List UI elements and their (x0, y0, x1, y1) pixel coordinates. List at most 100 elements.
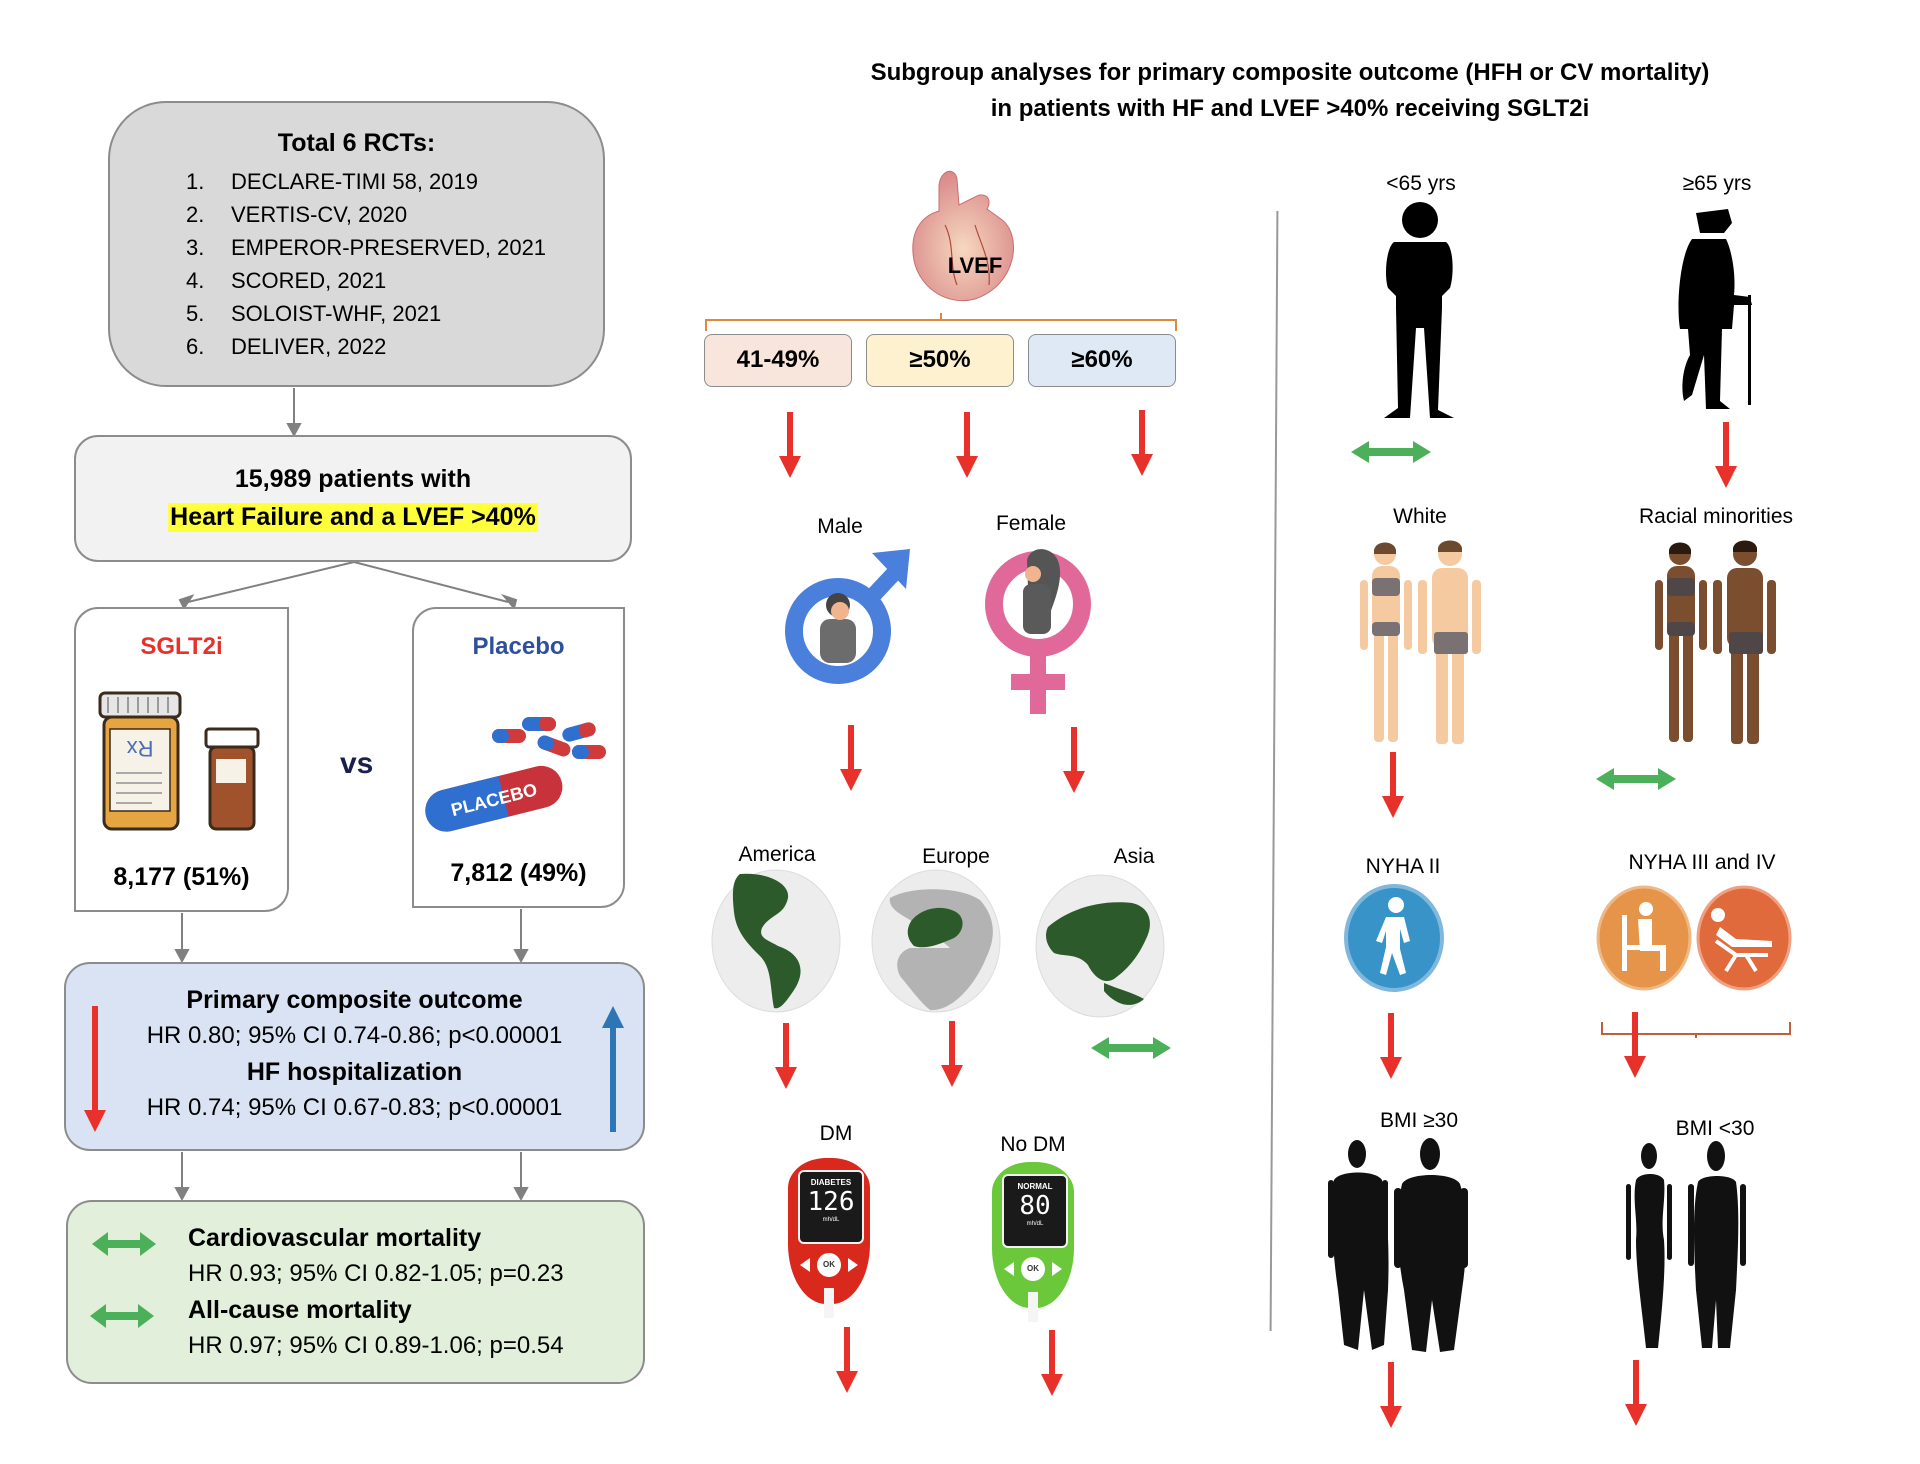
meter-left-icon (1004, 1262, 1014, 1276)
elderly-silhouette-icon (1678, 209, 1752, 409)
bmi-under-30-label: BMI <30 (1675, 1117, 1755, 1140)
primary-composite-value: HR 0.80; 95% CI 0.74-0.86; p<0.00001 (146, 1022, 563, 1049)
trial-item: 5.SOLOIST-WHF, 2021 (186, 301, 442, 326)
cv-mortality-value: HR 0.93; 95% CI 0.82-1.05; p=0.23 (188, 1260, 564, 1287)
meter-right-icon (848, 1258, 858, 1272)
trial-item: 6.DELIVER, 2022 (186, 334, 387, 359)
arrowhead (286, 423, 302, 438)
trial-item: 4.SCORED, 2021 (186, 268, 387, 293)
globe-asia-icon (1035, 874, 1165, 1018)
nyha-iii-iv-label: NYHA III and IV (1628, 851, 1776, 874)
meter-value: 80 (1019, 1191, 1051, 1221)
title-line-2: in patients with HF and LVEF >40% receiv… (990, 95, 1590, 122)
asia-label: Asia (1113, 845, 1155, 868)
meter-left-icon (800, 1258, 810, 1272)
lvef-bin-41-49: 41-49% (704, 334, 852, 387)
female-label: Female (995, 512, 1067, 535)
nyha-sitting-icon (1596, 885, 1692, 991)
decrease-arrow-icon-65-plus (1715, 422, 1737, 488)
secondary-outcomes-box: Cardiovascular mortality HR 0.93; 95% CI… (66, 1200, 645, 1384)
trial-item: 1.DECLARE-TIMI 58, 2019 (186, 169, 478, 194)
hf-hospitalization-value: HR 0.74; 95% CI 0.67-0.83; p<0.00001 (146, 1094, 563, 1121)
meter-screen: NORMAL 80 mh/dL (1002, 1174, 1068, 1248)
arrowhead (513, 949, 529, 964)
trials-list: 1.DECLARE-TIMI 58, 2019 2.VERTIS-CV, 202… (186, 165, 546, 363)
hf-hospitalization-heading: HF hospitalization (246, 1058, 463, 1086)
female-symbol-icon (985, 549, 1091, 714)
placebo-pills-icon: PLACEBO (425, 717, 606, 832)
decrease-arrow-icon-lvef-50 (956, 412, 978, 478)
america-label: America (738, 843, 816, 866)
meter-ok-button: OK (1021, 1257, 1045, 1281)
decrease-arrow-icon-europe (941, 1021, 963, 1087)
test-strip (824, 1288, 834, 1322)
age-65-plus-label: ≥65 yrs (1682, 172, 1752, 195)
neutral-arrow-icon (90, 1304, 154, 1328)
decrease-arrow-icon-dm (836, 1327, 858, 1393)
racial-minorities-label: Racial minorities (1638, 505, 1794, 528)
male-symbol-icon (785, 549, 910, 684)
europe-label: Europe (922, 845, 990, 868)
nyha-walking-icon (1344, 884, 1444, 992)
neutral-arrow-icon-racial-minorities (1596, 768, 1676, 790)
lvef-bracket (705, 313, 1177, 331)
decrease-arrow-icon-nyha-ii (1380, 1013, 1402, 1079)
arrowhead (174, 1187, 190, 1202)
decrease-arrow-icon-male (840, 725, 862, 791)
heart-icon (912, 170, 1014, 302)
nyha-ii-label: NYHA II (1365, 855, 1441, 878)
decrease-arrow-icon-bmi-30-plus (1380, 1362, 1402, 1428)
trial-item: 3.EMPEROR-PRESERVED, 2021 (186, 235, 547, 260)
increase-arrow-icon (602, 1006, 624, 1132)
age-under-65-label: <65 yrs (1386, 172, 1456, 195)
glucose-meter-diabetes-icon: DIABETES 126 mh/dL OK (788, 1158, 870, 1322)
decrease-arrow-icon-lvef-41-49 (779, 412, 801, 478)
dm-label: DM (819, 1122, 853, 1145)
white-couple-icon (1360, 540, 1481, 744)
meter-value: 126 (807, 1187, 855, 1217)
no-dm-label: No DM (1000, 1133, 1066, 1156)
nyha-bracket (1601, 1022, 1791, 1038)
trials-box: Total 6 RCTs: 1.DECLARE-TIMI 58, 2019 2.… (108, 101, 605, 387)
normal-couple-silhouette-icon (1626, 1141, 1746, 1348)
primary-outcomes-box: Primary composite outcome HR 0.80; 95% C… (64, 962, 645, 1151)
small-capsules (492, 717, 606, 759)
lvef-bin-50: ≥50% (866, 334, 1014, 387)
minority-couple-icon (1655, 540, 1776, 744)
neutral-arrow-icon-asia (1091, 1037, 1171, 1059)
decrease-arrow-icon-female (1063, 727, 1085, 793)
meter-ok-button: OK (817, 1253, 841, 1277)
population-box: 15,989 patients with Heart Failure and a… (74, 435, 632, 562)
meter-right-icon (1052, 1262, 1062, 1276)
decrease-arrow-icon (84, 1006, 106, 1132)
neutral-arrow-icon (92, 1232, 156, 1256)
globe-europe-icon (871, 869, 1001, 1013)
sglt2i-title: SGLT2i (140, 633, 223, 660)
trials-title: Total 6 RCTs: (277, 129, 436, 157)
population-count: 15,989 patients with (234, 465, 472, 493)
all-cause-mortality-value: HR 0.97; 95% CI 0.89-1.06; p=0.54 (188, 1332, 564, 1359)
pill-bottles-icon: Rx (98, 691, 260, 831)
trial-item: 2.VERTIS-CV, 2020 (186, 202, 408, 227)
versus-label: vs (340, 747, 374, 780)
decrease-arrow-icon-white (1382, 752, 1404, 818)
decrease-arrow-icon-lvef-60 (1131, 410, 1153, 476)
population-criteria: Heart Failure and a LVEF >40% (168, 503, 538, 532)
meter-status: NORMAL (1017, 1182, 1053, 1191)
young-adult-silhouette-icon (1384, 202, 1454, 418)
cv-mortality-heading: Cardiovascular mortality (188, 1224, 482, 1252)
glucose-meter-normal-icon: NORMAL 80 mh/dL OK (992, 1162, 1074, 1322)
primary-composite-heading: Primary composite outcome (186, 986, 523, 1014)
placebo-arm-box: Placebo PLACEBO 7,812 (49%) (412, 607, 625, 908)
heart-lvef-label: LVEF (947, 253, 1003, 278)
arrowhead (513, 1187, 529, 1202)
decrease-arrow-icon-bmi-under-30 (1625, 1360, 1647, 1426)
neutral-arrow-icon-under-65 (1351, 441, 1431, 463)
sglt2i-count: 8,177 (51%) (113, 863, 250, 891)
meter-unit: mh/dL (822, 1217, 840, 1223)
decrease-arrow-icon-no-dm (1041, 1330, 1063, 1396)
obese-couple-silhouette-icon (1328, 1138, 1468, 1352)
title-line-1: Subgroup analyses for primary composite … (870, 59, 1710, 86)
decrease-arrow-icon-america (775, 1023, 797, 1089)
subgroup-title: Subgroup analyses for primary composite … (760, 55, 1820, 127)
